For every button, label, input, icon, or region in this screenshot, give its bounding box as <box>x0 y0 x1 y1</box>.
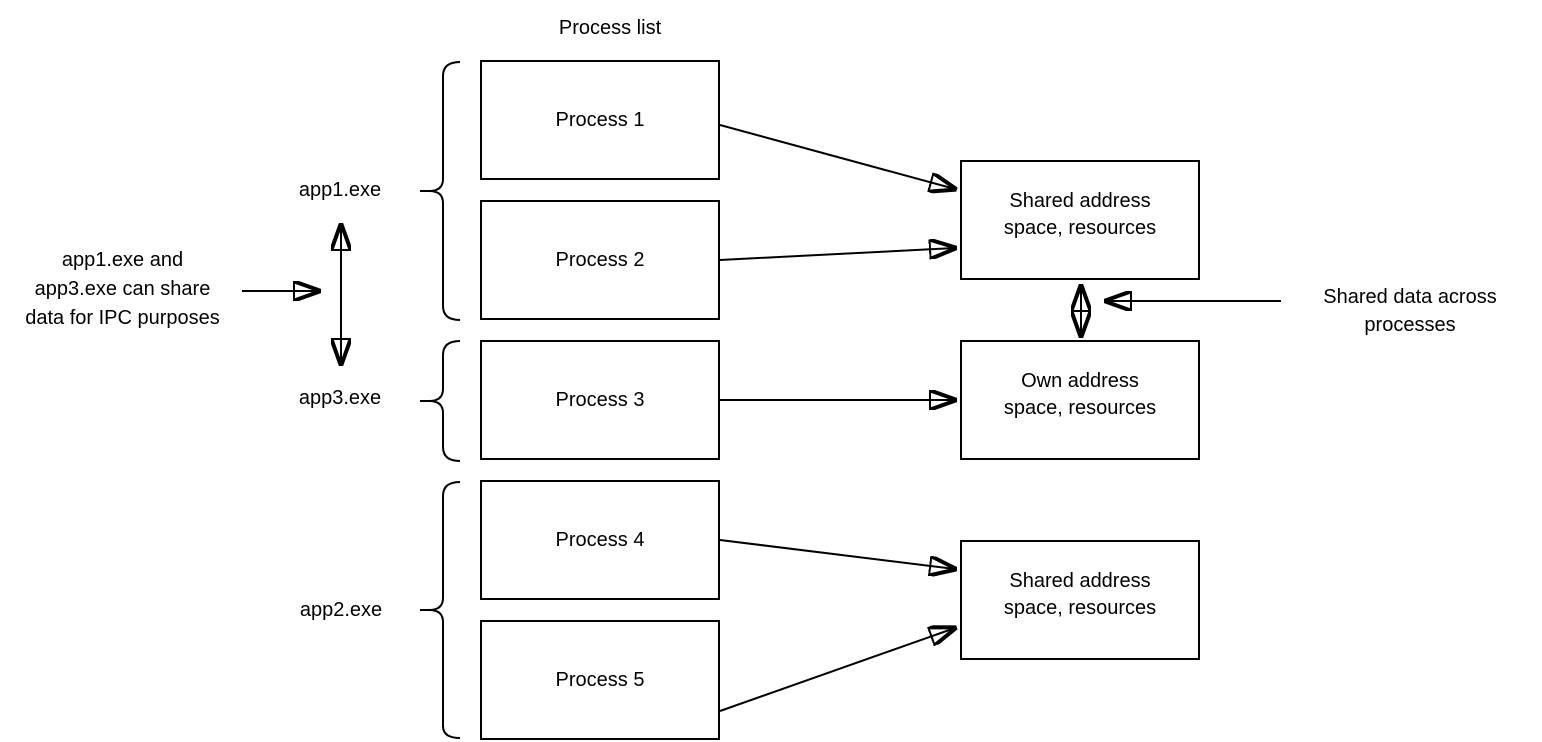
app-label-app2: app2.exe <box>299 599 383 621</box>
diagram-title: Process list <box>558 17 662 39</box>
process-box-2: Process 2 <box>480 200 720 320</box>
own-address-box-label: Own address space, resources <box>1003 370 1157 419</box>
shared-address-box-2: Shared address space, resources <box>960 540 1200 660</box>
arrow-process5-to-shared2 <box>719 628 955 712</box>
shared-address-box-2-label: Shared address space, resources <box>1003 570 1157 619</box>
process-box-2-label: Process 2 <box>555 248 645 271</box>
process-box-5-label: Process 5 <box>555 668 645 691</box>
arrow-process4-to-shared2 <box>719 539 955 569</box>
shared-address-box-1-label: Shared address space, resources <box>1003 190 1157 239</box>
own-address-box: Own address space, resources <box>960 340 1200 460</box>
app-label-app1: app1.exe <box>298 179 382 201</box>
process-box-4: Process 4 <box>480 480 720 600</box>
arrow-process2-to-shared1 <box>719 248 955 261</box>
note-ipc: app1.exe and app3.exe can share data for… <box>25 249 220 329</box>
brace-app1-group <box>420 61 461 321</box>
process-box-4-label: Process 4 <box>555 528 645 551</box>
app-label-app3: app3.exe <box>298 387 382 409</box>
arrow-process1-to-shared1 <box>719 124 955 189</box>
process-box-1: Process 1 <box>480 60 720 180</box>
process-box-3-label: Process 3 <box>555 388 645 411</box>
process-box-1-label: Process 1 <box>555 108 645 131</box>
process-box-3: Process 3 <box>480 340 720 460</box>
note-shared-data: Shared data across processes <box>1323 286 1497 336</box>
brace-app3-group <box>420 340 461 462</box>
process-box-5: Process 5 <box>480 620 720 740</box>
brace-app2-group <box>420 481 461 739</box>
shared-address-box-1: Shared address space, resources <box>960 160 1200 280</box>
